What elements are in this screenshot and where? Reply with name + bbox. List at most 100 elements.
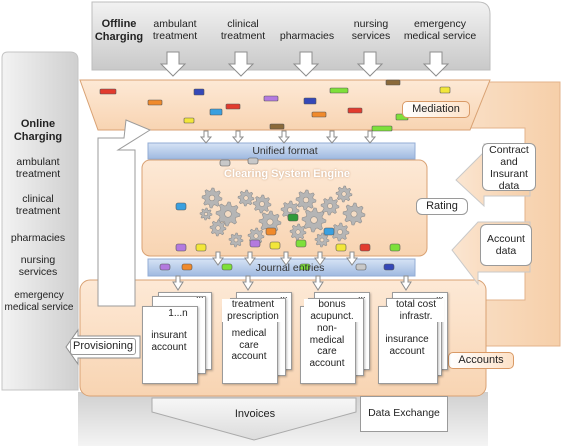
offline-arrow-1 <box>159 51 187 77</box>
record-token <box>221 263 233 271</box>
gear-icon <box>209 219 227 237</box>
small-arrow-j2 <box>244 251 256 266</box>
record-token <box>355 263 367 271</box>
record-token <box>439 86 451 94</box>
gear-icon <box>320 196 340 216</box>
record-token <box>371 125 393 132</box>
invoices-label: Invoices <box>234 408 276 420</box>
insurance-ellipsis: ... <box>436 290 444 300</box>
small-arrow-j3 <box>280 251 292 266</box>
account-stack-insurance: ... total cost infrastr. insurance accou… <box>378 290 450 384</box>
small-arrow-m5 <box>363 130 377 144</box>
record-token <box>299 263 311 271</box>
record-token <box>383 263 395 271</box>
record-token <box>287 213 299 222</box>
insurant-ellipsis: ... <box>196 290 204 300</box>
record-token <box>249 239 261 248</box>
account-stack-nonmedical: ... bonus acupunct. non-medical care acc… <box>300 290 372 384</box>
record-token <box>183 117 195 124</box>
contract-data-text: Contract and Insurant data <box>489 144 529 192</box>
data-record-tokens <box>99 79 451 376</box>
provisioning-label: Provisioning <box>70 338 136 355</box>
online-item-clinical: clinical treatment <box>15 193 61 218</box>
offline-col-emergency: emergency medical service <box>403 18 477 43</box>
record-token <box>303 97 317 105</box>
offline-arrow-3 <box>292 51 320 77</box>
online-item-emergency: emergency medical service <box>4 290 74 313</box>
insurant-main: insurant account <box>151 330 187 353</box>
data-exchange-box: Data Exchange <box>360 396 448 432</box>
journal-label: Journal entries <box>255 262 325 274</box>
record-token <box>263 95 279 102</box>
medical-ellipsis: ... <box>280 290 288 300</box>
small-arrow-a3 <box>312 275 324 291</box>
record-token <box>181 263 193 271</box>
small-arrow-m1 <box>199 130 213 144</box>
gear-icon <box>314 232 330 248</box>
record-token <box>99 88 117 95</box>
record-token <box>219 159 231 167</box>
small-arrow-j4 <box>314 251 326 266</box>
gear-icon <box>252 194 272 214</box>
unified-band <box>147 142 416 160</box>
online-feedback-connector <box>97 119 152 307</box>
account-stack-medical: ... treatment prescription medical care … <box>222 290 294 384</box>
online-item-nursing: nursing services <box>18 254 58 279</box>
medical-main: medical care account <box>231 328 267 362</box>
account-data-text: Account data <box>487 233 525 257</box>
nonmedical-top: bonus acupunct. <box>304 299 360 322</box>
insurant-top: 1...n <box>168 308 188 319</box>
gear-icon <box>201 187 223 209</box>
mediation-label: Mediation <box>402 101 470 118</box>
data-exchange-label: Data Exchange <box>368 407 440 419</box>
record-token <box>347 107 363 114</box>
accounts-label: Accounts <box>448 352 514 369</box>
offline-title: Offline Charging <box>94 18 144 43</box>
record-token <box>159 263 171 271</box>
gear-icon <box>199 207 213 221</box>
online-title: Online Charging <box>13 118 63 143</box>
record-token <box>247 157 259 165</box>
nonmedical-main: non-medical care account <box>309 323 345 369</box>
gear-icon <box>335 185 353 203</box>
record-token <box>195 243 207 252</box>
small-arrow-a2 <box>242 275 254 291</box>
gear-icon <box>228 232 244 248</box>
record-token <box>323 227 335 236</box>
engine-label: Clearing System Engine <box>224 168 350 180</box>
small-arrow-j5 <box>346 251 358 266</box>
record-token <box>389 243 401 252</box>
record-token <box>193 88 205 96</box>
small-arrow-a1 <box>172 275 184 291</box>
nonmedical-ellipsis: ... <box>358 290 366 300</box>
gear-icon <box>295 189 317 211</box>
account-data-box: Account data <box>480 224 532 266</box>
record-token <box>329 87 349 94</box>
small-arrow-j1 <box>212 251 224 266</box>
offline-col-ambulant: ambulant treatment <box>152 18 198 43</box>
gear-cluster-icon <box>199 185 366 248</box>
record-token <box>269 241 281 250</box>
online-panel <box>1 51 79 391</box>
record-token <box>209 108 223 116</box>
record-token <box>269 123 285 130</box>
record-token <box>225 103 241 110</box>
offline-banner <box>91 1 491 71</box>
offline-col-pharmacies: pharmacies <box>279 30 335 42</box>
gear-icon <box>237 189 255 207</box>
record-token <box>295 239 307 248</box>
record-token <box>335 243 347 252</box>
contract-data-box: Contract and Insurant data <box>482 143 536 192</box>
record-token <box>359 243 371 252</box>
online-item-ambulant: ambulant treatment <box>15 156 61 181</box>
gear-icon <box>289 223 307 241</box>
record-token <box>175 202 187 211</box>
mediation-panel <box>79 79 491 131</box>
record-token <box>311 111 327 118</box>
small-arrow-a4 <box>400 275 412 291</box>
insurance-top: total cost infrastr. <box>388 299 444 322</box>
unified-format-label: Unified format <box>252 145 318 157</box>
insurance-main: insurance account <box>385 334 429 357</box>
small-arrow-m4 <box>325 130 339 144</box>
rating-label: Rating <box>416 198 468 215</box>
